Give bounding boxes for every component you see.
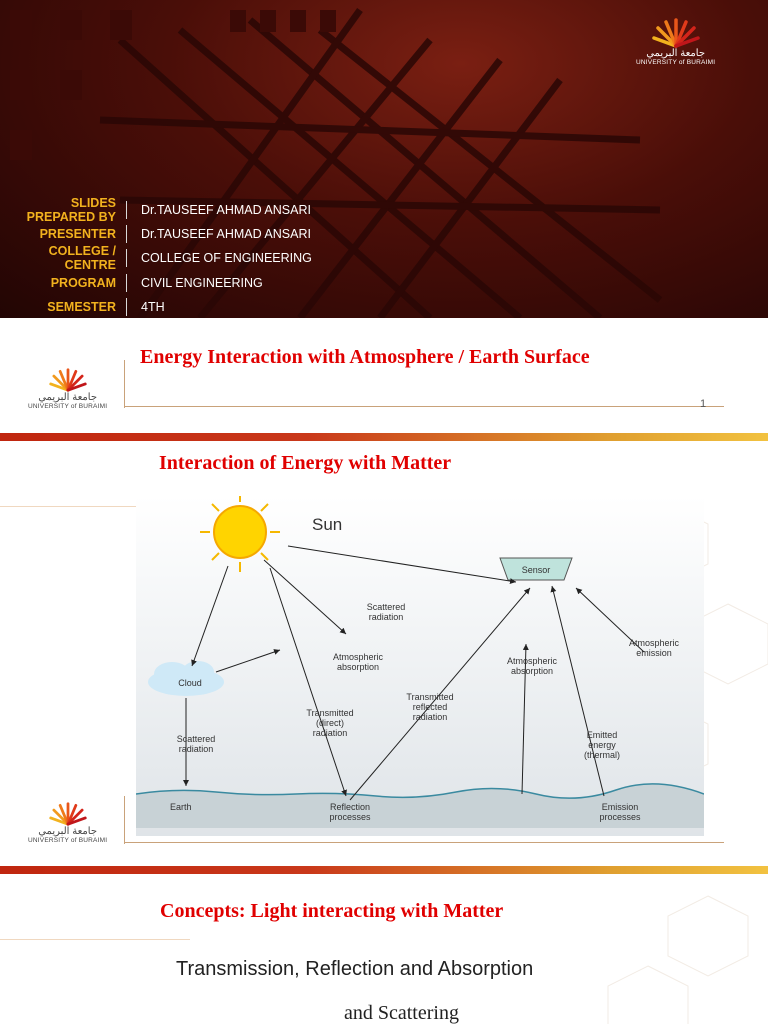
divider-vertical — [124, 360, 125, 408]
label-line: (thermal) — [584, 750, 620, 760]
hexagon-background-pattern — [607, 895, 749, 1024]
slide-title: Interaction of Energy with Matter — [159, 452, 452, 474]
meta-row-semester: SEMESTER 4TH — [0, 295, 165, 318]
label-transmitted-direct: Transmitted — [306, 708, 353, 718]
label-line: radiation — [179, 744, 214, 754]
label-line: (direct) — [316, 718, 344, 728]
slide-subtitle-continued: and Scattering — [344, 1002, 459, 1024]
sun-label: Sun — [312, 515, 342, 534]
slide-title: Energy Interaction with Atmosphere / Ear… — [140, 346, 590, 368]
sunburst-logo-icon — [48, 368, 87, 392]
meta-row-presenter: PRESENTER Dr.TAUSEEF AHMAD ANSARI — [0, 222, 311, 246]
label-line: absorption — [511, 666, 553, 676]
meta-row-college: COLLEGE / CENTRE COLLEGE OF ENGINEERING — [0, 244, 312, 272]
label-line: radiation — [313, 728, 348, 738]
meta-row-prepared-by: SLIDES PREPARED BY Dr.TAUSEEF AHMAD ANSA… — [0, 196, 311, 224]
meta-separator — [126, 225, 127, 243]
slide-title: Concepts: Light interacting with Matter — [160, 900, 504, 922]
label-atmospheric-absorption-right: Atmospheric — [507, 656, 558, 666]
label-transmitted-reflected: Transmitted — [406, 692, 453, 702]
label-line: processes — [329, 812, 371, 822]
meta-value: 4TH — [141, 300, 165, 314]
title-underline — [0, 506, 136, 507]
meta-label: PROGRAM — [50, 276, 116, 290]
meta-value: Dr.TAUSEEF AHMAD ANSARI — [141, 203, 311, 217]
title-underline — [0, 939, 190, 940]
sensor-icon — [499, 557, 573, 581]
meta-value: COLLEGE OF ENGINEERING — [141, 251, 312, 265]
page-number: 1 — [700, 398, 707, 410]
label-line: reflected — [413, 702, 448, 712]
sensor-label: Sensor — [522, 565, 551, 575]
logo-english-text: UNIVERSITY of BURAIMI — [28, 837, 108, 844]
concepts-slide: Concepts: Light interacting with Matter … — [0, 876, 768, 1024]
meta-label: SEMESTER — [47, 300, 116, 314]
meta-row-program: PROGRAM CIVIL ENGINEERING — [0, 271, 263, 295]
meta-separator — [126, 298, 127, 316]
meta-value: Dr.TAUSEEF AHMAD ANSARI — [141, 227, 311, 241]
title-slide: جامعة البريمي UNIVERSITY of BURAIMI SLID… — [0, 0, 768, 436]
meta-label: PRESENTER — [39, 227, 116, 241]
energy-matter-slide: Interaction of Energy with Matter Sun — [0, 444, 768, 868]
sun-icon — [200, 496, 280, 572]
slide-subtitle: Transmission, Reflection and Absorption — [176, 958, 534, 980]
meta-value: CIVIL ENGINEERING — [141, 276, 263, 290]
logo-arabic-text: جامعة البريمي — [38, 392, 98, 403]
earth-label: Earth — [170, 802, 192, 812]
label-atmospheric-emission: Atmospheric — [629, 638, 680, 648]
building-lattice-image — [10, 7, 663, 318]
svg-text:Transmitted(direct)radiation: Transmitted(direct)radiation — [306, 708, 353, 738]
university-logo: جامعة البريمي UNIVERSITY of BURAIMI — [636, 18, 715, 67]
sunburst-logo-icon — [48, 802, 87, 826]
divider-horizontal — [124, 406, 724, 407]
label-scattered-radiation-top: Scattered — [367, 602, 406, 612]
logo-english-text: UNIVERSITY of BURAIMI — [28, 403, 108, 410]
meta-separator — [126, 274, 127, 292]
divider-vertical — [124, 796, 125, 844]
logo-arabic-text: جامعة البريمي — [646, 48, 706, 59]
label-line: processes — [599, 812, 641, 822]
sunburst-logo-icon — [651, 18, 700, 48]
label-line: radiation — [413, 712, 448, 722]
logo-english-text: UNIVERSITY of BURAIMI — [636, 59, 716, 66]
label-line: energy — [588, 740, 616, 750]
label-line: emission — [636, 648, 672, 658]
label-reflection-processes: Reflection — [330, 802, 370, 812]
slide-separator-bar — [0, 866, 768, 874]
meta-separator — [126, 201, 127, 219]
meta-label: SLIDES PREPARED BY — [26, 196, 116, 224]
meta-label: COLLEGE / CENTRE — [48, 244, 116, 272]
label-scattered-radiation-left: Scattered — [177, 734, 216, 744]
slide-separator-bar — [0, 433, 768, 441]
meta-separator — [126, 249, 127, 267]
logo-arabic-text: جامعة البريمي — [38, 826, 98, 837]
label-line: radiation — [369, 612, 404, 622]
divider-horizontal — [124, 842, 724, 843]
university-logo-small: جامعة البريمي UNIVERSITY of BURAIMI — [28, 802, 107, 845]
hero-banner: جامعة البريمي UNIVERSITY of BURAIMI SLID… — [0, 0, 768, 318]
cloud-icon — [148, 661, 224, 696]
label-line: absorption — [337, 662, 379, 672]
cloud-label: Cloud — [178, 678, 202, 688]
label-atmospheric-absorption-left: Atmospheric — [333, 652, 384, 662]
label-emitted-energy: Emitted — [587, 730, 618, 740]
label-emission-processes: Emission — [602, 802, 639, 812]
university-logo-small: جامعة البريمي UNIVERSITY of BURAIMI — [28, 368, 107, 411]
